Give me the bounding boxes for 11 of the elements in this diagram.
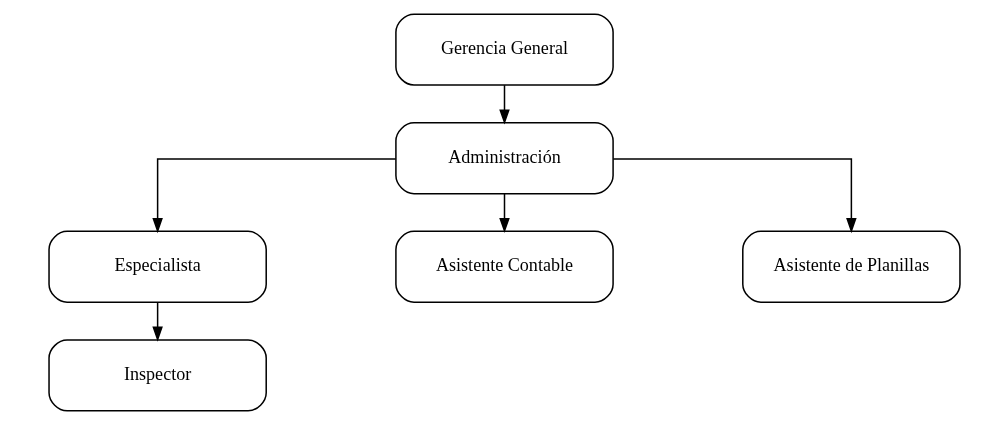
node-box: Especialista [47,230,267,303]
node-box: Gerencia General [394,13,614,86]
node-box: Administración [394,122,614,195]
node-box: Asistente Contable [394,230,614,303]
arrow [498,193,510,234]
node-box: Asistente de Planillas [741,230,961,303]
arrow [151,301,163,342]
arrow [612,158,857,234]
arrow [498,84,510,125]
arrow [151,158,396,234]
node-box: Inspector [47,339,267,412]
